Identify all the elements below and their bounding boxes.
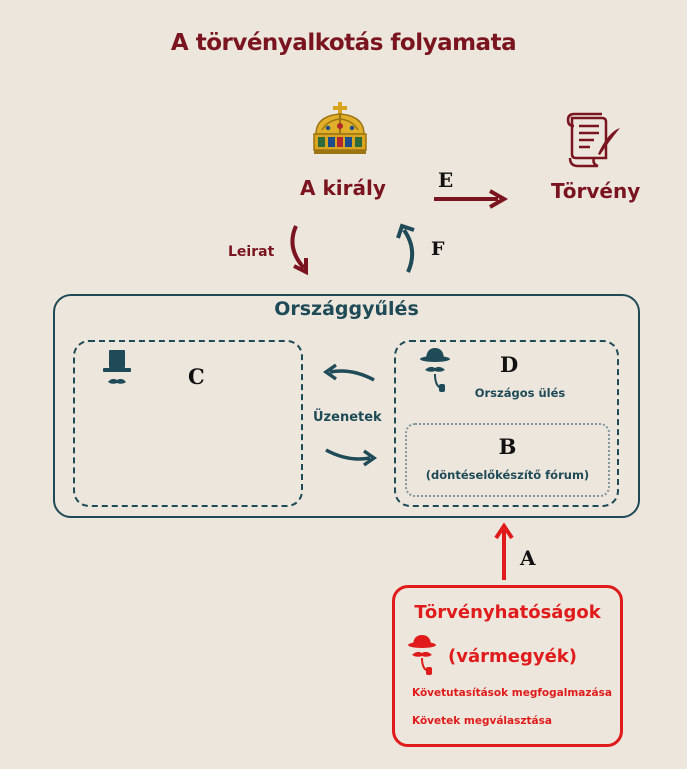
arrow-message-right: [325, 448, 378, 467]
chamber-c-box: [73, 340, 303, 507]
arrow-a-label: A: [520, 546, 536, 570]
scroll-quill-icon: [566, 112, 620, 168]
parliament-title: Országgyűlés: [274, 298, 419, 320]
forum-b-subtitle: (döntéselőkészítő fórum): [425, 468, 590, 482]
chamber-d-box: [394, 340, 619, 507]
hat-mustache-pipe-icon: [420, 348, 450, 392]
arrow-f-label: F: [431, 238, 445, 260]
arrow-leirat-label: Leirat: [228, 244, 275, 260]
arrow-e-label: E: [438, 168, 454, 192]
law-label: Törvény: [551, 179, 641, 203]
chamber-d-subtitle: Országos ülés: [474, 386, 566, 400]
counties-subtitle: (vármegyék): [448, 646, 577, 667]
arrow-messages-label: Üzenetek: [313, 410, 382, 425]
arrow-message-left: [322, 363, 375, 382]
arrow-f: [396, 223, 415, 273]
chamber-d-letter: D: [500, 352, 519, 377]
parliament-box: [53, 294, 640, 518]
holy-crown-icon: [313, 102, 367, 154]
counties-box: [392, 585, 623, 747]
hat-mustache-pipe-icon: [408, 635, 436, 675]
king-label: A király: [300, 176, 386, 200]
counties-item-election: Követek megválasztása: [412, 715, 552, 727]
chamber-c-letter: C: [188, 364, 205, 389]
arrow-a: [494, 522, 514, 580]
arrow-e: [434, 189, 509, 209]
counties-item-instructions: Követutasítások megfogalmazása: [412, 687, 612, 699]
arrow-leirat: [290, 225, 308, 276]
top-hat-icon: [103, 350, 131, 384]
forum-b-box: [405, 423, 610, 497]
counties-title: Törvényhatóságok: [414, 602, 601, 623]
diagram-title: A törvényalkotás folyamata: [170, 30, 517, 56]
forum-b-letter: B: [498, 434, 517, 459]
